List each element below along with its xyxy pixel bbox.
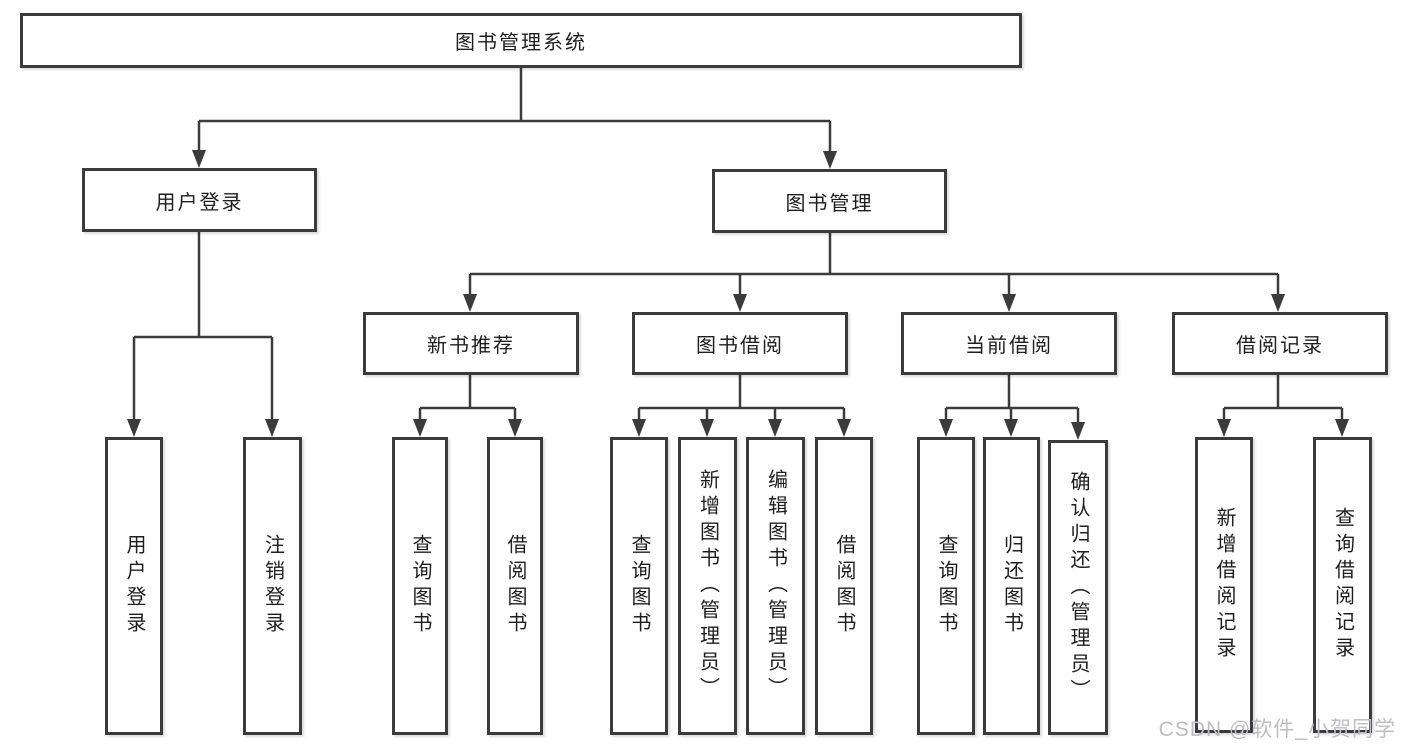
node-root: 图书管理系统 [20,13,1022,68]
node-new-book-recommendation: 新书推荐 [363,312,579,375]
node-book-management-label: 图书管理 [785,192,874,215]
node-user-login-leaf: 用户登录 [105,437,163,735]
node-logout: 注销登录 [243,437,302,735]
node-user-login: 用户登录 [82,168,317,232]
node-new-book-recommendation-label: 新书推荐 [427,335,515,357]
node-add-book-admin-label: 新增图书（管理员） [696,469,719,703]
node-add-borrow-record-label: 新增借阅记录 [1213,507,1235,663]
node-borrow-books-borrowing-label: 借阅图书 [833,534,855,638]
node-confirm-return-admin: 确认归还（管理员） [1048,440,1108,735]
node-edit-book-admin: 编辑图书（管理员） [746,437,805,735]
node-return-books-label: 归还图书 [1000,534,1023,638]
node-borrow-books-recommend-label: 借阅图书 [504,534,526,638]
node-query-books-recommend: 查询图书 [392,437,448,735]
node-user-login-label: 用户登录 [155,191,244,214]
node-book-borrowing-label: 图书借阅 [696,335,784,357]
node-root-label: 图书管理系统 [455,32,587,54]
node-logout-label: 注销登录 [261,534,284,638]
node-query-borrow-record-label: 查询借阅记录 [1331,507,1354,663]
node-edit-book-admin-label: 编辑图书（管理员） [764,469,787,703]
node-book-management: 图书管理 [712,169,947,233]
node-current-borrowing-label: 当前借阅 [965,335,1053,357]
node-user-login-leaf-label: 用户登录 [123,534,145,638]
node-borrowing-records-label: 借阅记录 [1236,335,1324,357]
node-borrow-books-recommend: 借阅图书 [487,437,543,735]
node-current-borrowing: 当前借阅 [901,312,1117,375]
node-query-books-current-label: 查询图书 [935,534,957,638]
node-confirm-return-admin-label: 确认归还（管理员） [1067,470,1089,705]
node-return-books: 归还图书 [983,437,1040,735]
csdn-watermark: CSDN @软件_小贺同学 [1158,718,1396,741]
node-add-borrow-record: 新增借阅记录 [1195,437,1253,733]
node-borrowing-records: 借阅记录 [1172,312,1388,375]
node-query-books-recommend-label: 查询图书 [409,534,431,638]
node-query-books-current: 查询图书 [917,437,975,735]
node-borrow-books-borrowing: 借阅图书 [815,437,873,735]
node-add-book-admin: 新增图书（管理员） [678,437,737,735]
node-query-books-borrowing-label: 查询图书 [628,534,650,638]
node-book-borrowing: 图书借阅 [632,312,848,375]
node-query-books-borrowing: 查询图书 [610,437,668,735]
node-query-borrow-record: 查询借阅记录 [1313,437,1372,733]
